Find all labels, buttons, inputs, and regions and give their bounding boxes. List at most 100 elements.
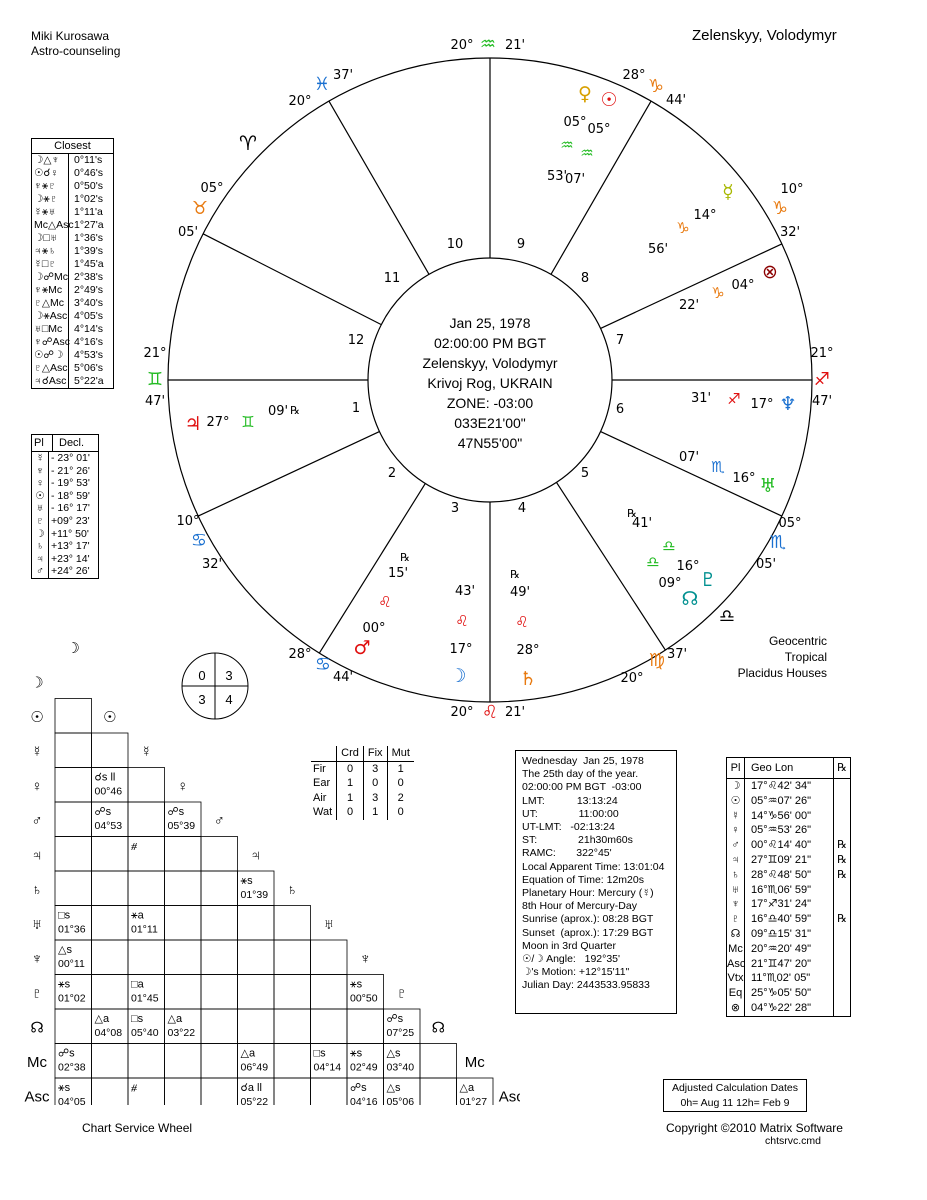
center-latitude: 47N55'00" — [457, 435, 523, 451]
closest-aspect: ☿⚹♅ — [32, 206, 69, 219]
grid-cell — [164, 974, 202, 1010]
info-line: UT-LMT: -02:13:24 — [522, 821, 615, 834]
grid-cell — [91, 1043, 129, 1079]
decl-planet-icon: ♂ — [32, 565, 49, 578]
planet-mars-sign-icon: ♌ — [378, 593, 391, 611]
closest-orb: 0°46's — [74, 167, 103, 179]
cusp-h2-sign-icon: ♋ — [191, 530, 207, 551]
aspect-orb: 01°36 — [58, 924, 86, 936]
geolon-planet: Eq — [727, 986, 745, 1001]
planet-venus-sign-icon: ♒ — [560, 136, 573, 154]
center-time: 02:00:00 PM BGT — [433, 335, 547, 351]
cusp-h3-minutes: 44' — [333, 670, 353, 685]
aspect-orb: 01°02 — [58, 993, 86, 1005]
geolon-longitude: 21°♊47' 20" — [745, 956, 834, 972]
grid-cell — [273, 939, 311, 975]
geolon-longitude: 09°♎15' 31" — [745, 926, 834, 942]
quadrant-4: 4 — [225, 692, 232, 707]
closest-orb: 4°53's — [74, 349, 103, 361]
geolon-row: ♀05°♒53' 26" — [727, 823, 850, 839]
planet-sun-degree: 05° — [587, 122, 610, 137]
geolon-planet: ♃ — [727, 852, 745, 868]
cusp-h9-sign-icon: ♓ — [314, 74, 330, 95]
decl-col-planet: Pl — [32, 435, 53, 451]
grid-row-label: ♅ — [31, 916, 42, 933]
info-line: Julian Day: 2443533.95833 — [522, 979, 650, 992]
decl-row: ♄+13° 17' — [32, 540, 98, 553]
geolon-retro — [834, 942, 850, 957]
geolon-planet: ♆ — [727, 897, 745, 913]
cusp-h12-degree: 10° — [780, 182, 803, 197]
grid-row-label: ☊ — [30, 1019, 43, 1036]
grid-diagonal-label: ♃ — [250, 847, 261, 864]
aspect-glyph: △s — [387, 1048, 401, 1060]
aspect-glyph: ⧣ — [131, 1082, 137, 1094]
aspect-glyph: ⚹a — [131, 910, 145, 922]
geolon-row: ⊗04°♑22' 28" — [727, 1000, 850, 1016]
geolon-longitude: 16°♎40' 59" — [745, 912, 834, 927]
house-cusp-line — [550, 100, 652, 275]
closest-orb: 1°02's — [74, 193, 103, 205]
grid-cell — [127, 767, 165, 803]
element-count: 3 — [362, 790, 388, 805]
closest-orb: 4°05's — [74, 310, 103, 322]
geolon-col-planet: Pl — [727, 758, 745, 778]
decl-value: +23° 14' — [51, 552, 90, 565]
info-line: 8th Hour of Mercury-Day — [522, 900, 637, 913]
closest-row: ☽⚹♇1°02's — [32, 193, 113, 206]
aspect-orb: 05°06 — [387, 1096, 415, 1105]
aspect-orb: 03°40 — [387, 1062, 415, 1074]
closest-orb: 5°06's — [74, 362, 103, 374]
adjusted-dates-box: Adjusted Calculation Dates 0h= Aug 11 12… — [663, 1079, 807, 1112]
system-tropical: Tropical — [784, 650, 827, 664]
house-number-2: 2 — [388, 466, 396, 481]
aspect-orb: 04°16 — [350, 1096, 378, 1105]
closest-aspect: ♆⚹♇ — [32, 180, 69, 193]
aspect-glyph: ☍s — [350, 1082, 367, 1094]
geolon-row: ♅16°♏06' 59" — [727, 882, 850, 898]
closest-aspect: ☿□♇ — [32, 258, 69, 271]
element-name: Fir — [313, 762, 326, 775]
grid-diagonal-label: ☽ — [67, 640, 80, 657]
grid-cell — [200, 870, 238, 906]
grid-cell — [91, 732, 129, 768]
geolon-planet: Asc — [727, 956, 746, 972]
closest-orb: 1°39's — [74, 245, 103, 257]
grid-cell — [273, 1008, 311, 1044]
geolon-longitude: 00°♌14' 40" — [745, 838, 834, 853]
house-number-8: 8 — [581, 271, 589, 286]
geolon-retro — [834, 823, 850, 838]
grid-cell — [164, 870, 202, 906]
cusp-h9-degree: 20° — [288, 94, 311, 109]
planet-saturn-retrograde: ℞ — [510, 568, 520, 581]
cusp-h3-sign-icon: ♋ — [315, 654, 331, 675]
element-name: Ear — [313, 777, 331, 789]
decl-value: - 16° 17' — [51, 502, 90, 515]
geolon-retro — [834, 809, 850, 824]
aspect-orb: 02°38 — [58, 1062, 86, 1074]
house-cusp-line — [600, 243, 783, 329]
aries-icon: ♈ — [239, 131, 257, 155]
planet-uranus-minutes: 07' — [679, 450, 699, 465]
grid-cell — [91, 1077, 129, 1105]
cusp-dsc-degree: 21° — [810, 346, 833, 361]
grid-cell — [273, 974, 311, 1010]
aspect-orb: 00°46 — [95, 786, 123, 798]
aspect-glyph: ☍s — [95, 806, 112, 818]
planet-uranus-degree: 16° — [732, 471, 755, 486]
planet-moon-sign-icon: ♌ — [455, 612, 468, 630]
element-count: 0 — [336, 761, 364, 776]
decl-value: +11° 50' — [51, 527, 89, 540]
astrologer-name: Miki Kurosawa — [31, 29, 110, 43]
closest-orb: 0°11's — [74, 154, 103, 166]
geolon-longitude: 11°♏02' 05" — [745, 971, 834, 987]
cusp-asc-minutes: 47' — [145, 394, 165, 409]
element-count: 0 — [386, 805, 414, 820]
grid-cell — [164, 1043, 202, 1079]
element-count: 1 — [362, 805, 388, 820]
cusp-ic-minutes: 21' — [505, 705, 525, 720]
grid-cell — [127, 870, 165, 906]
house-cusp-line — [318, 483, 426, 654]
